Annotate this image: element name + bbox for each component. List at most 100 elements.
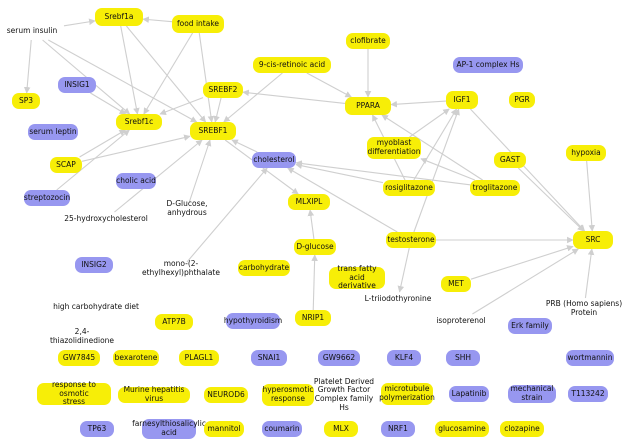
- node-carbohydrate[interactable]: carbohydrate: [238, 260, 290, 276]
- edge-scap-srebf1c: [79, 129, 126, 158]
- node-serum-leptin[interactable]: serum leptin: [28, 124, 78, 140]
- node-cholic-acid[interactable]: cholic acid: [116, 173, 156, 189]
- edge-prb-src: [584, 248, 595, 299]
- node-ap1-complex[interactable]: AP-1 complex Hs: [453, 57, 523, 73]
- edge-dglucose-mlxipl: [307, 209, 315, 240]
- node-srebf1a[interactable]: Srebf1a: [95, 8, 143, 26]
- node-hyperosmotic-response[interactable]: hyperosmotic response: [262, 384, 314, 406]
- node-plagl1[interactable]: PLAGL1: [179, 350, 219, 366]
- node-mono-ethylhexyl-phthalate[interactable]: mono-(2-ethylhexyl)phthalate: [142, 259, 220, 277]
- node-food-intake[interactable]: food intake: [172, 15, 224, 33]
- node-t113242[interactable]: T113242: [568, 386, 608, 402]
- node-mlxipl[interactable]: MLXIPL: [288, 194, 330, 210]
- node-myoblast-differentiation[interactable]: myoblast differentiation: [367, 137, 421, 159]
- node-murine-hepatitis-virus[interactable]: Murine hepatitis virus: [118, 385, 190, 403]
- node-klf4[interactable]: KLF4: [387, 350, 421, 366]
- node-nrf1[interactable]: NRF1: [381, 421, 415, 437]
- edge-insig1-srebf1c: [90, 92, 127, 115]
- node-shh[interactable]: SHH: [446, 350, 480, 366]
- edge-serum_insulin-srebf1: [48, 39, 198, 123]
- node-microtubule-polymerization[interactable]: microtubule polymerization: [379, 383, 435, 405]
- edge-food_intake-srebf1: [198, 32, 215, 123]
- node-trans-fatty-acid-derivative[interactable]: trans fatty acid derivative: [329, 264, 385, 290]
- node-serum-insulin[interactable]: serum insulin: [6, 25, 58, 35]
- node-gw7845[interactable]: GW7845: [58, 350, 100, 366]
- node-tp63[interactable]: TP63: [80, 421, 114, 437]
- node-d-glucose-anhydrous[interactable]: D-Glucose, anhydrous: [166, 199, 208, 217]
- node-insig2[interactable]: INSIG2: [75, 257, 113, 273]
- node-ppara[interactable]: PPARA: [345, 97, 391, 115]
- node-testosterone[interactable]: testosterone: [386, 232, 436, 248]
- edge-testosterone-ltriiodo: [397, 247, 410, 293]
- edge-serum_insulin-sp3: [23, 39, 32, 94]
- edge-srebf1a-srebf1c: [120, 25, 140, 115]
- node-gast[interactable]: GAST: [494, 152, 526, 168]
- node-srebf1c[interactable]: Srebf1c: [116, 114, 162, 130]
- node-d-glucose[interactable]: D-glucose: [294, 239, 336, 255]
- edge-mono_ethyl-cholesterol: [186, 167, 268, 263]
- node-troglitazone[interactable]: troglitazone: [470, 180, 520, 196]
- node-atp7b[interactable]: ATP7B: [155, 314, 193, 330]
- node-prb-protein[interactable]: PRB (Homo sapiens) Protein: [545, 299, 623, 317]
- edge-food_intake-srebf1c: [143, 32, 194, 115]
- edge-serum_insulin-srebf1a: [63, 18, 96, 27]
- node-erk-family[interactable]: Erk family: [508, 318, 552, 334]
- node-met[interactable]: MET: [441, 276, 471, 292]
- node-wortmannin[interactable]: wortmannin: [566, 350, 614, 366]
- node-clozapine[interactable]: clozapine: [500, 421, 544, 437]
- node-srebf1[interactable]: SREBF1: [190, 122, 236, 140]
- node-glucosamine[interactable]: glucosamine: [435, 421, 489, 437]
- edge-rosiglitazone-cholesterol: [295, 162, 384, 184]
- node-l-triiodothyronine[interactable]: L-triiodothyronine: [364, 293, 432, 303]
- node-nrip1[interactable]: NRIP1: [295, 310, 331, 326]
- edge-igf1-src: [470, 108, 586, 232]
- node-mannitol[interactable]: mannitol: [204, 421, 244, 437]
- node-scap[interactable]: SCAP: [50, 157, 82, 173]
- edge-isoproterenol-src: [472, 248, 579, 315]
- node-insig1[interactable]: INSIG1: [58, 77, 96, 93]
- edge-cholesterol-srebf1: [231, 139, 258, 153]
- node-farnesylthiosalicylic-acid[interactable]: farnesylthiosalicylic acid: [132, 419, 206, 439]
- node-platelet-derived-growth-factor[interactable]: Platelet Derived Growth Factor Complex f…: [313, 376, 375, 412]
- edge-myoblast-igf1: [409, 108, 450, 138]
- edge-nrip1-dglucose: [311, 254, 318, 311]
- edge-ppara-srebf2: [242, 89, 346, 105]
- node-gw9662[interactable]: GW9662: [318, 350, 360, 366]
- edge-troglitazone-cholesterol: [295, 160, 471, 186]
- node-rosiglitazone[interactable]: rosiglitazone: [383, 180, 435, 196]
- edge-troglitazone-myoblast: [420, 157, 476, 181]
- node-streptozocin[interactable]: streptozocin: [24, 190, 70, 206]
- node-hypothyroidism[interactable]: hypothyroidism: [224, 313, 282, 329]
- node-pgr[interactable]: PGR: [509, 92, 535, 108]
- node-response-to-osmotic-stress[interactable]: response to osmotic stress: [37, 380, 111, 406]
- node-cholesterol[interactable]: cholesterol: [252, 152, 296, 168]
- edge-food_intake-srebf1a: [142, 16, 173, 23]
- node-bexarotene[interactable]: bexarotene: [113, 350, 159, 366]
- node-coumarin[interactable]: coumarin: [262, 421, 302, 437]
- node-snai1[interactable]: SNAI1: [251, 350, 287, 366]
- node-isoproterenol[interactable]: isoproterenol: [436, 315, 486, 325]
- node-mechanical-strain[interactable]: mechanical strain: [508, 384, 556, 403]
- edge-rosiglitazone-igf1: [413, 108, 458, 181]
- node-mlx[interactable]: MLX: [324, 421, 358, 437]
- edge-hypoxia-src: [586, 160, 596, 232]
- node-2-4-thiazolidinedione[interactable]: 2,4-thiazolidinedione: [49, 327, 115, 345]
- node-lapatinib[interactable]: Lapatinib: [449, 386, 489, 402]
- node-srebf2[interactable]: SREBF2: [203, 82, 243, 98]
- edge-nine_cis-ppara: [306, 72, 352, 98]
- node-igf1[interactable]: IGF1: [446, 91, 478, 109]
- node-src[interactable]: SRC: [573, 231, 613, 249]
- edge-srebf1a-srebf1: [125, 25, 207, 123]
- node-hypoxia[interactable]: hypoxia: [566, 145, 606, 161]
- edge-testosterone-cholesterol: [287, 167, 398, 233]
- edge-hydroxychol-srebf1: [114, 139, 203, 213]
- edge-dglucose_anh-srebf1: [188, 139, 212, 203]
- edge-troglitazone-ppara: [381, 114, 483, 181]
- node-neurod6[interactable]: NEUROD6: [204, 387, 248, 403]
- node-25-hydroxycholesterol[interactable]: 25-hydroxycholesterol: [64, 213, 148, 223]
- node-sp3[interactable]: SP3: [12, 93, 40, 109]
- node-9-cis-retinoic-acid[interactable]: 9-cis-retinoic acid: [253, 57, 331, 73]
- node-clofibrate[interactable]: clofibrate: [346, 33, 390, 49]
- node-high-carbohydrate-diet[interactable]: high carbohydrate diet: [53, 301, 139, 311]
